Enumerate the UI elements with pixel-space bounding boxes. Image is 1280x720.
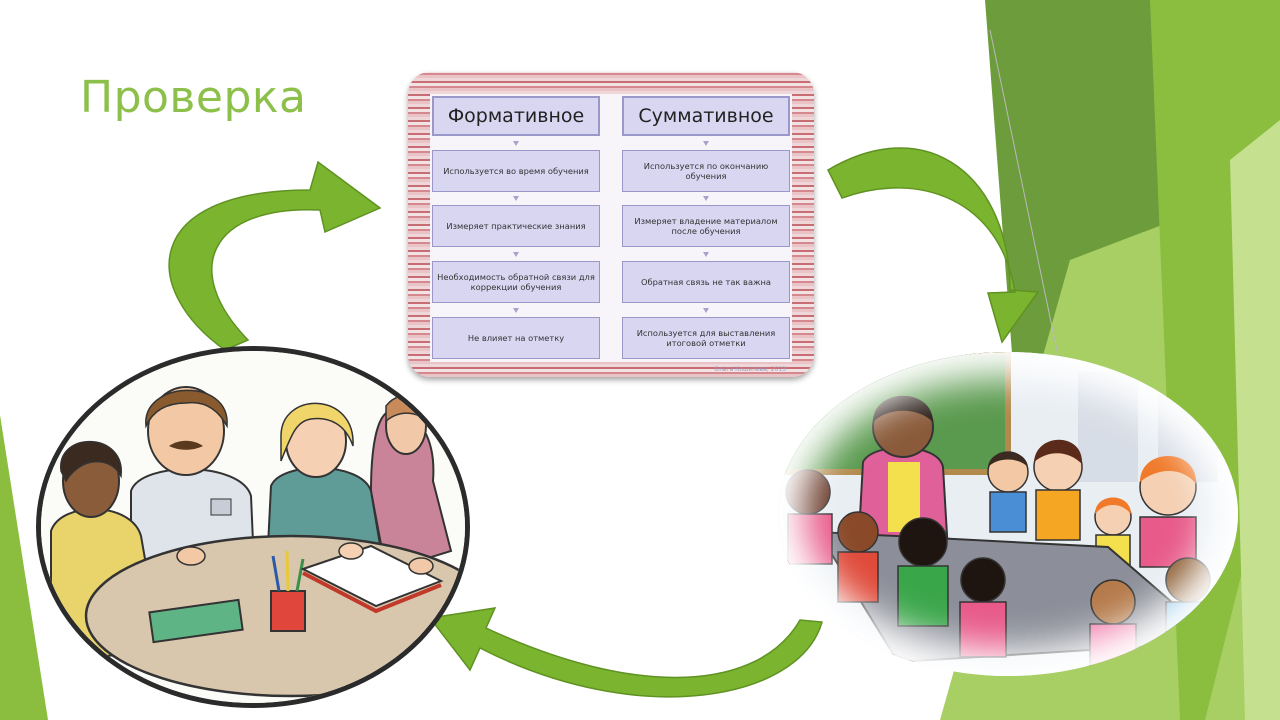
decor-shape-left [0,415,48,720]
header-formative: Формативное [432,96,600,136]
formative-row-3: Необходимость обратной связи для коррекц… [432,261,600,303]
teachers-meeting-drawing [41,351,465,703]
summative-row-3: Обратная связь не так важна [622,261,790,303]
connector-icon [513,141,519,146]
curved-arrow-icon [827,147,1040,344]
summative-row-2: Измеряет владение материалом после обуче… [622,205,790,247]
connector-icon [513,308,519,313]
comparison-table-image: Формативное Суммативное Используется во … [408,72,814,377]
summative-row-1: Используется по окончанию обучения [622,150,790,192]
teachers-meeting-illustration [36,346,470,708]
connector-icon [513,196,519,201]
connector-icon [513,252,519,257]
curved-arrow-icon [428,607,823,698]
classroom-illustration [778,352,1238,676]
classroom-drawing [778,352,1238,676]
decor-shape-right-pale [1230,120,1280,720]
formative-row-1: Используется во время обучения [432,150,600,192]
header-summative: Суммативное [622,96,790,136]
slide-title: Проверка [80,72,307,123]
connector-icon [703,252,709,257]
connector-icon [703,196,709,201]
comparison-table: Формативное Суммативное Используется во … [430,94,792,362]
formative-row-2: Измеряет практические знания [432,205,600,247]
table-credit: Ольга Кошелева, 2013 [714,366,786,373]
connector-icon [703,308,709,313]
summative-row-4: Используется для выставления итоговой от… [622,317,790,359]
curved-arrow-icon [168,160,382,351]
decor-thin-line [989,29,1061,366]
connector-icon [703,141,709,146]
formative-row-4: Не влияет на отметку [432,317,600,359]
